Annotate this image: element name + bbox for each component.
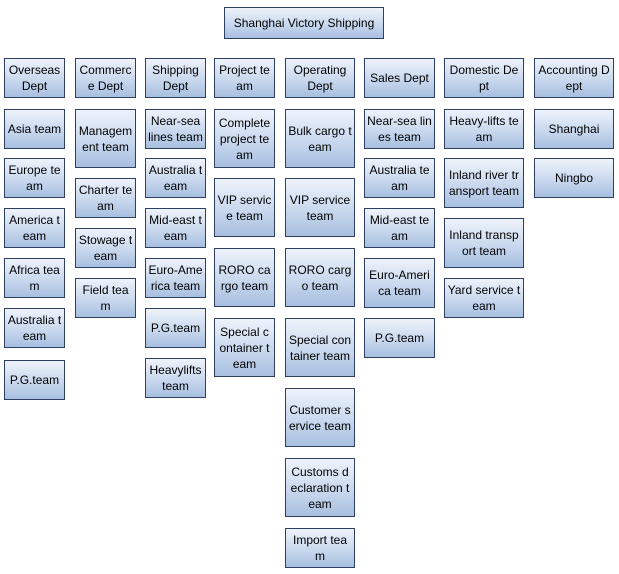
team-node: Australia team	[145, 158, 206, 198]
team-node: RORO cargo team	[214, 248, 275, 307]
team-node: VIP service team	[214, 178, 275, 237]
team-node: Stowage team	[75, 228, 136, 268]
team-node: Inland transport team	[444, 218, 524, 268]
team-node: Australia team	[364, 158, 435, 198]
team-node: Management team	[75, 109, 136, 168]
team-node: Bulk cargo team	[285, 109, 355, 168]
dept-commerce: Commerce Dept	[75, 58, 136, 98]
team-node: Mid-east team	[364, 208, 435, 248]
dept-domestic: Domestic Dept	[444, 58, 524, 98]
team-node: Yard service team	[444, 278, 524, 318]
team-node: Inland river transport team	[444, 158, 524, 208]
team-node: America team	[4, 208, 65, 248]
team-node: Ningbo	[534, 158, 614, 198]
team-node: Euro-America team	[364, 258, 435, 308]
dept-operating: Operating Dept	[285, 58, 355, 98]
team-node: RORO cargo team	[285, 248, 355, 307]
team-node: P.G.team	[364, 318, 435, 358]
team-node: Euro-America team	[145, 258, 206, 298]
dept-accounting: Accounting Dept	[534, 58, 614, 98]
dept-shipping: Shipping Dept	[145, 58, 206, 98]
team-node: Import team	[285, 528, 355, 568]
dept-project: Project team	[214, 58, 275, 98]
team-node: Near-sea lines team	[364, 109, 435, 149]
team-node: Near-sea lines team	[145, 109, 206, 149]
team-node: Special container team	[214, 318, 275, 377]
team-node: Australia team	[4, 308, 65, 348]
team-node: P.G.team	[145, 308, 206, 348]
team-node: Shanghai	[534, 109, 614, 149]
team-node: Charter team	[75, 178, 136, 218]
dept-sales: Sales Dept	[364, 58, 435, 98]
team-node: Special container team	[285, 318, 355, 377]
dept-overseas: Overseas Dept	[4, 58, 65, 98]
team-node: Asia team	[4, 109, 65, 149]
team-node: Heavy-lifts team	[444, 109, 524, 149]
team-node: Customer service team	[285, 388, 355, 447]
team-node: Field team	[75, 278, 136, 318]
team-node: Customs declaration team	[285, 458, 355, 517]
root-label: Shanghai Victory Shipping	[233, 16, 375, 30]
team-node: P.G.team	[4, 360, 65, 400]
team-node: Mid-east team	[145, 208, 206, 248]
team-node: Europe team	[4, 158, 65, 198]
team-node: VIP service team	[285, 178, 355, 237]
team-node: Africa team	[4, 258, 65, 298]
team-node: Heavylifts team	[145, 358, 206, 398]
team-node: Complete project team	[214, 109, 275, 168]
root-node: Shanghai Victory Shipping	[224, 7, 384, 39]
